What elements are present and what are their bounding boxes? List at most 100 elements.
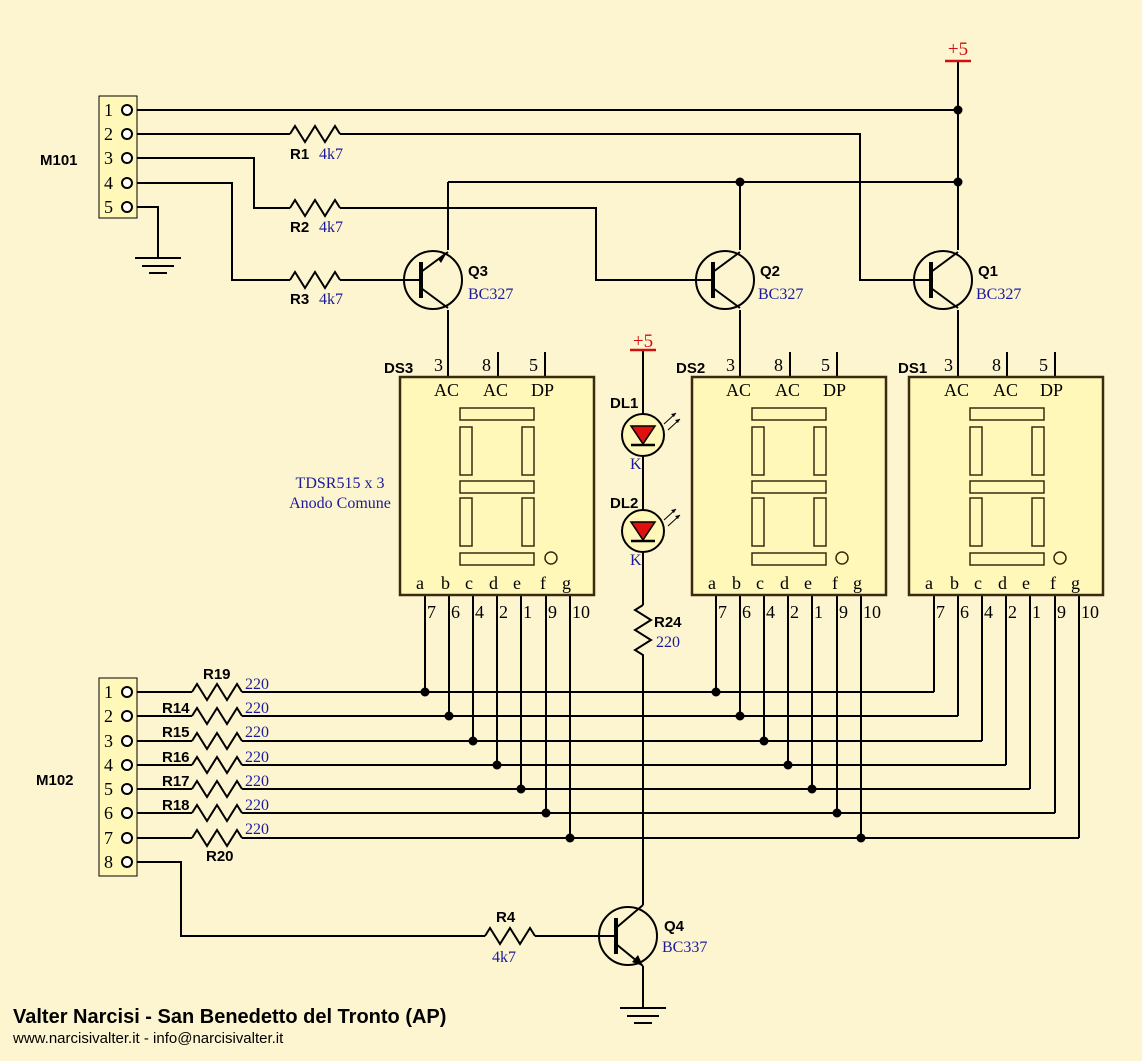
svg-text:R4: R4	[496, 909, 516, 926]
resistor-r14: R14 220	[162, 700, 269, 726]
svg-text:R17: R17	[162, 773, 190, 790]
display-ds1: DS1 3 8 5 AC AC DP a b c d e f g 7 6 4 2…	[898, 355, 1105, 622]
svg-text:Q2: Q2	[760, 263, 780, 280]
svg-text:a: a	[708, 573, 716, 593]
svg-text:R18: R18	[162, 797, 190, 814]
contact-info: www.narcisivalter.it - info@narcisivalte…	[13, 1030, 284, 1047]
svg-text:10: 10	[1081, 602, 1099, 622]
svg-text:d: d	[489, 573, 498, 593]
svg-text:AC: AC	[993, 380, 1018, 400]
svg-text:g: g	[853, 573, 862, 593]
resistor-r1: R1 4k7	[289, 124, 343, 163]
svg-text:c: c	[465, 573, 473, 593]
connector-m102-label: M102	[36, 772, 74, 789]
author-credit: Valter Narcisi - San Benedetto del Tront…	[13, 1006, 447, 1028]
svg-text:4k7: 4k7	[492, 949, 516, 966]
svg-text:Q3: Q3	[468, 263, 488, 280]
svg-text:a: a	[416, 573, 424, 593]
junctions	[420, 105, 963, 843]
svg-text:6: 6	[104, 803, 113, 823]
svg-text:R19: R19	[203, 666, 231, 683]
resistor-r4: R4 4k7	[484, 909, 536, 966]
svg-text:g: g	[1071, 573, 1080, 593]
svg-text:10: 10	[572, 602, 590, 622]
svg-text:7: 7	[427, 602, 436, 622]
svg-text:3: 3	[944, 355, 953, 375]
svg-text:K: K	[630, 456, 642, 473]
svg-text:6: 6	[960, 602, 969, 622]
ground-symbol-q4	[620, 1007, 666, 1024]
transistor-q3: Q3 BC327	[403, 250, 513, 310]
svg-text:R15: R15	[162, 724, 190, 741]
svg-text:6: 6	[742, 602, 751, 622]
svg-text:DP: DP	[1040, 380, 1063, 400]
svg-text:10: 10	[863, 602, 881, 622]
svg-text:4: 4	[766, 602, 775, 622]
resistor-r18: R18 220	[162, 797, 269, 823]
svg-text:Q4: Q4	[664, 918, 685, 935]
svg-text:AC: AC	[775, 380, 800, 400]
svg-text:R16: R16	[162, 749, 190, 766]
svg-text:Anodo Comune: Anodo Comune	[289, 495, 391, 512]
svg-text:c: c	[756, 573, 764, 593]
led-dl1: DL1 K	[610, 395, 681, 473]
svg-text:4k7: 4k7	[319, 219, 343, 236]
svg-text:8: 8	[774, 355, 783, 375]
svg-text:BC327: BC327	[976, 286, 1021, 303]
svg-text:5: 5	[529, 355, 538, 375]
transistor-q2: Q2 BC327	[695, 250, 803, 310]
svg-text:2: 2	[104, 124, 113, 144]
svg-text:1: 1	[104, 100, 113, 120]
svg-text:2: 2	[1008, 602, 1017, 622]
svg-text:f: f	[832, 573, 838, 593]
svg-text:R2: R2	[290, 219, 309, 236]
svg-text:DP: DP	[531, 380, 554, 400]
svg-text:220: 220	[245, 676, 269, 693]
svg-text:DS2: DS2	[676, 360, 705, 377]
svg-text:R1: R1	[290, 146, 309, 163]
led-dl2: DL2 K	[610, 495, 681, 569]
resistor-r17: R17 220	[162, 773, 269, 799]
svg-text:6: 6	[451, 602, 460, 622]
resistor-r3: R3 4k7	[289, 270, 343, 308]
svg-text:4k7: 4k7	[319, 146, 343, 163]
display-ds2: DS2 3 8 5 AC AC DP a b c d e f g 7 6 4 2…	[676, 355, 888, 622]
svg-text:AC: AC	[726, 380, 751, 400]
svg-text:8: 8	[482, 355, 491, 375]
svg-text:DS1: DS1	[898, 360, 927, 377]
svg-text:2: 2	[104, 706, 113, 726]
svg-text:a: a	[925, 573, 933, 593]
svg-text:3: 3	[434, 355, 443, 375]
svg-text:220: 220	[245, 797, 269, 814]
transistor-q4: Q4 BC337	[598, 904, 707, 967]
svg-text:3: 3	[726, 355, 735, 375]
resistor-r15: R15 220	[162, 724, 269, 751]
svg-text:3: 3	[104, 148, 113, 168]
svg-text:DL1: DL1	[610, 395, 638, 412]
svg-text:220: 220	[245, 821, 269, 838]
power-plus5-top: +5	[945, 39, 971, 63]
svg-text:1: 1	[1032, 602, 1041, 622]
svg-text:d: d	[998, 573, 1007, 593]
power-plus5-led: +5	[630, 331, 656, 352]
svg-text:R20: R20	[206, 848, 234, 865]
svg-text:2: 2	[790, 602, 799, 622]
svg-text:TDSR515 x 3: TDSR515 x 3	[296, 475, 385, 492]
svg-text:1: 1	[814, 602, 823, 622]
svg-text:1: 1	[523, 602, 532, 622]
svg-text:5: 5	[104, 197, 113, 217]
svg-text:7: 7	[104, 828, 113, 848]
svg-text:DP: DP	[823, 380, 846, 400]
svg-text:9: 9	[548, 602, 557, 622]
svg-text:4: 4	[104, 173, 113, 193]
svg-text:f: f	[1050, 573, 1056, 593]
svg-text:5: 5	[1039, 355, 1048, 375]
svg-text:5: 5	[104, 779, 113, 799]
svg-text:b: b	[950, 573, 959, 593]
svg-text:4: 4	[984, 602, 993, 622]
svg-text:d: d	[780, 573, 789, 593]
svg-text:f: f	[540, 573, 546, 593]
connector-m101: 1 2 3 4 5 M101	[40, 95, 138, 219]
svg-text:DL2: DL2	[610, 495, 638, 512]
